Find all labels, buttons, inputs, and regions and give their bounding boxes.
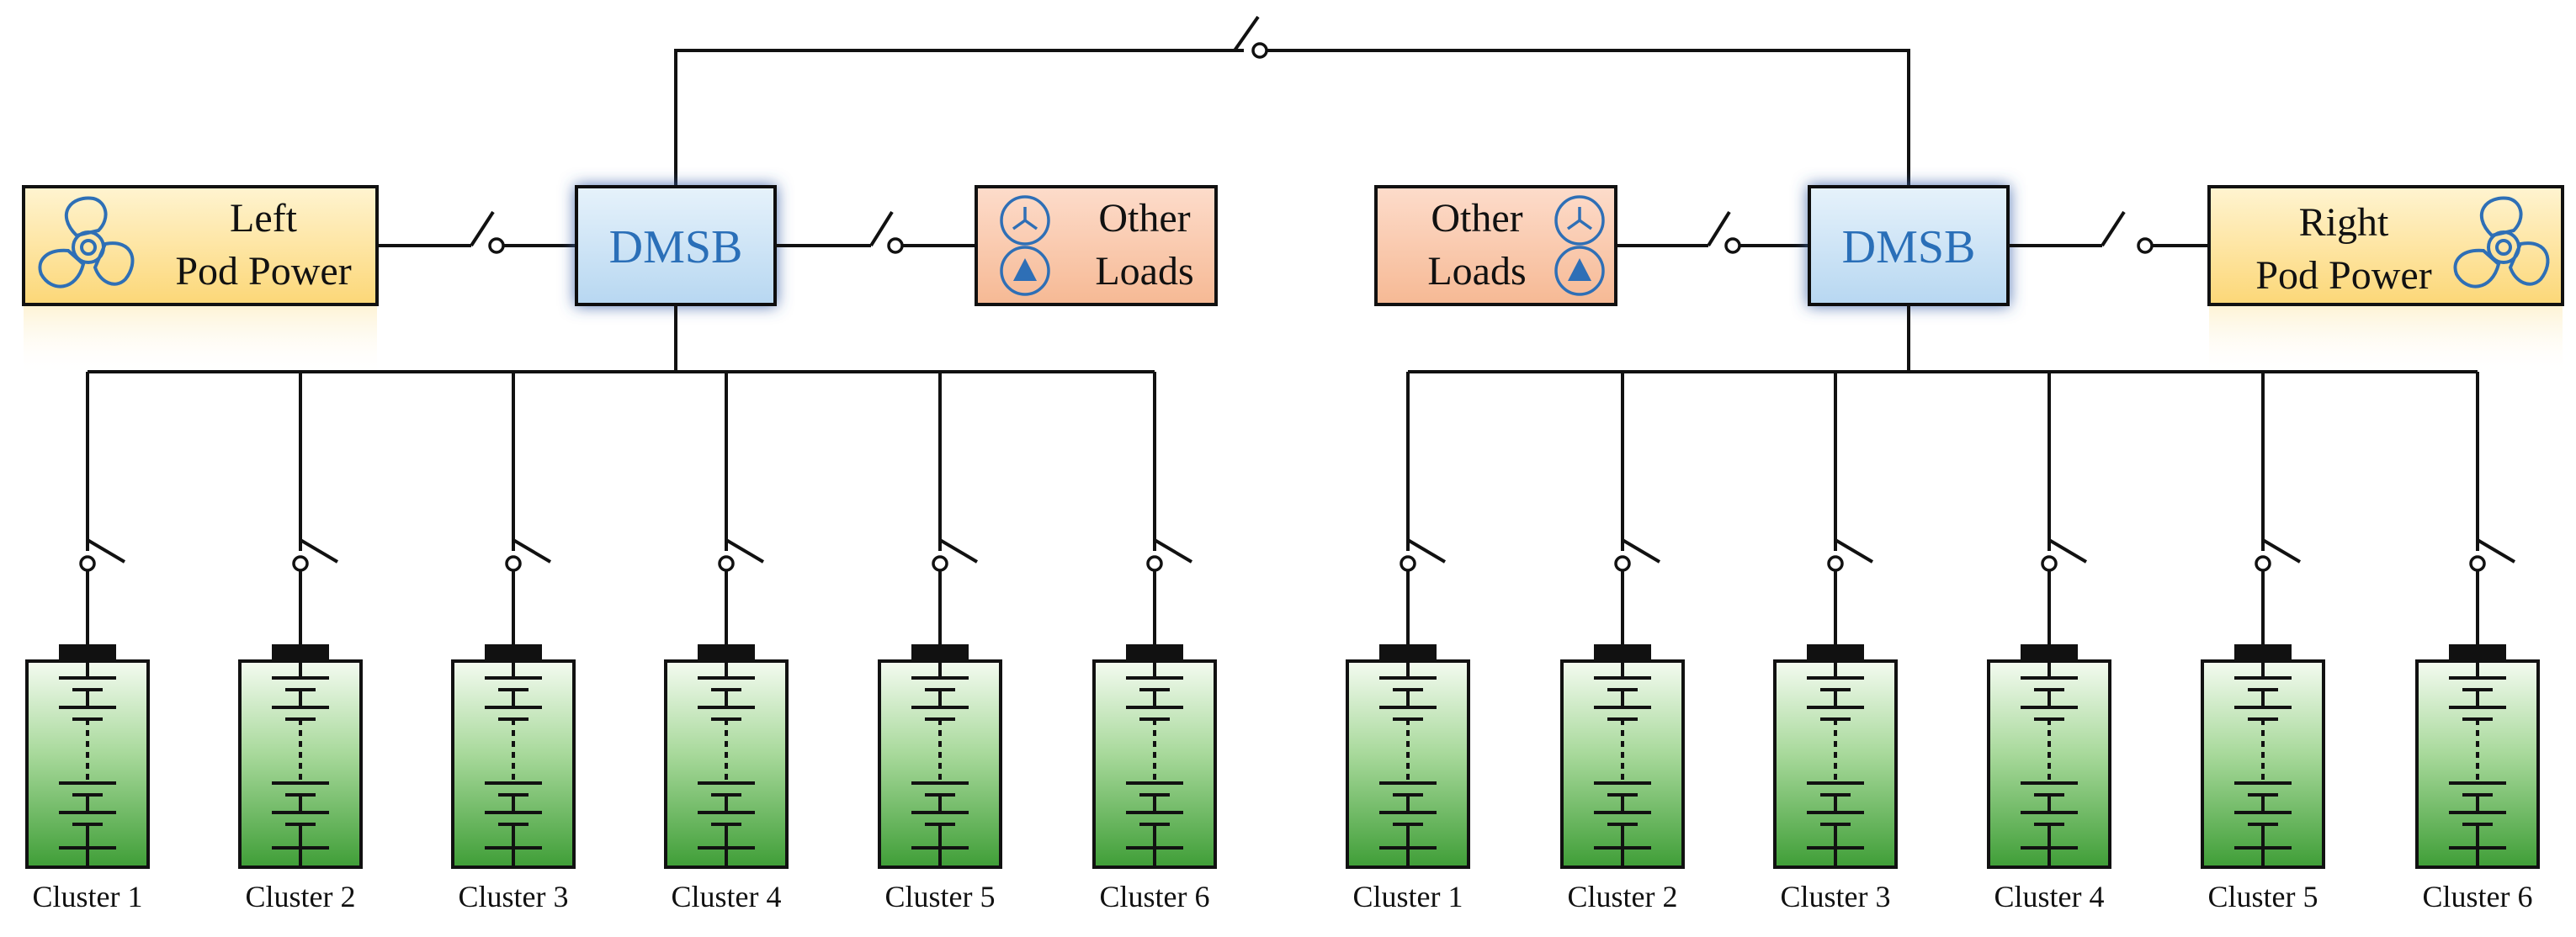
breaker-contact xyxy=(292,555,309,572)
breaker-contact xyxy=(2255,555,2271,572)
cluster-breaker xyxy=(512,538,552,564)
cluster-breaker xyxy=(725,538,765,564)
breaker-contact xyxy=(2469,555,2486,572)
battery-icon xyxy=(1092,643,1217,869)
right-cluster-2: Cluster 2 xyxy=(1560,372,1685,913)
right-cluster-1: Cluster 1 xyxy=(1346,372,1470,913)
cluster-breaker xyxy=(299,538,339,564)
cluster-breaker xyxy=(1621,538,1661,564)
left-cluster-3: Cluster 3 xyxy=(451,372,576,913)
right-cluster-4: Cluster 4 xyxy=(1987,372,2111,913)
right-other-loads: Other Loads xyxy=(1374,185,1617,306)
battery-icon xyxy=(1346,643,1470,869)
battery-icon xyxy=(451,643,576,869)
breaker-contact xyxy=(932,555,948,572)
cluster-breaker xyxy=(2261,538,2302,564)
breaker-contact xyxy=(718,555,735,572)
left-pod-breaker xyxy=(377,210,576,254)
right-loads-line2: Loads xyxy=(1427,249,1526,294)
left-bus xyxy=(88,304,1155,373)
breaker-contact xyxy=(1146,555,1163,572)
left-dmsb: DMSB xyxy=(575,185,777,306)
battery-icon xyxy=(1773,643,1898,869)
left-pod-power: Left Pod Power xyxy=(22,185,379,377)
tie-breaker xyxy=(1233,15,1268,59)
cluster-label: Cluster 1 xyxy=(33,880,143,913)
left-dmsb-label: DMSB xyxy=(609,221,743,273)
right-pod-line2: Pod Power xyxy=(2255,253,2431,298)
battery-icon xyxy=(878,643,1002,869)
cluster-label: Cluster 2 xyxy=(246,880,356,913)
battery-icon xyxy=(25,643,150,869)
cluster-label: Cluster 5 xyxy=(885,880,996,913)
left-other-loads: Other Loads xyxy=(975,185,1218,306)
right-loads-line1: Other xyxy=(1431,196,1522,241)
cluster-label: Cluster 4 xyxy=(1994,880,2105,913)
cluster-label: Cluster 6 xyxy=(1100,880,1210,913)
left-loads-line2: Loads xyxy=(1095,249,1193,294)
left-cluster-6: Cluster 6 xyxy=(1092,372,1217,913)
cluster-breaker xyxy=(86,538,126,564)
right-pod-line1: Right xyxy=(2299,200,2389,245)
left-pod-line2: Pod Power xyxy=(175,249,351,294)
right-clusters: Cluster 1 Cluster 2 Cluster 3 Cluster 4 Clus… xyxy=(1346,372,2540,913)
breaker-contact xyxy=(1400,555,1416,572)
battery-icon xyxy=(2415,643,2540,869)
left-loads-line1: Other xyxy=(1098,196,1190,241)
breaker-contact xyxy=(1614,555,1631,572)
right-dmsb-label: DMSB xyxy=(1842,221,1976,273)
left-cluster-4: Cluster 4 xyxy=(664,372,789,913)
breaker-contact xyxy=(505,555,522,572)
cluster-breaker xyxy=(1834,538,1874,564)
right-cluster-3: Cluster 3 xyxy=(1773,372,1898,913)
battery-icon xyxy=(1987,643,2111,869)
left-pod-line1: Left xyxy=(230,196,298,241)
battery-icon xyxy=(1560,643,1685,869)
cluster-breaker xyxy=(1153,538,1193,564)
cluster-label: Cluster 6 xyxy=(2423,880,2533,913)
right-cluster-5: Cluster 5 xyxy=(2201,372,2325,913)
right-pod-breaker xyxy=(2008,210,2209,254)
breaker-contact xyxy=(79,555,96,572)
battery-icon xyxy=(2201,643,2325,869)
left-loads-breaker xyxy=(775,210,976,254)
cluster-label: Cluster 2 xyxy=(1568,880,1678,913)
battery-icon xyxy=(238,643,363,869)
right-pod-power: Right Pod Power xyxy=(2207,185,2564,377)
cluster-label: Cluster 5 xyxy=(2208,880,2318,913)
cluster-label: Cluster 1 xyxy=(1353,880,1463,913)
cluster-breaker xyxy=(1406,538,1447,564)
cluster-label: Cluster 3 xyxy=(459,880,569,913)
cluster-breaker xyxy=(2476,538,2516,564)
right-cluster-6: Cluster 6 xyxy=(2415,372,2540,913)
left-clusters: Cluster 1 Cluster 2 Cluster 3 Cluster 4 Clus… xyxy=(25,372,1217,913)
right-loads-breaker xyxy=(1616,210,1809,254)
cluster-label: Cluster 3 xyxy=(1781,880,1891,913)
right-bus xyxy=(1408,304,2478,373)
left-cluster-2: Cluster 2 xyxy=(238,372,363,913)
left-cluster-5: Cluster 5 xyxy=(878,372,1002,913)
left-cluster-1: Cluster 1 xyxy=(25,372,150,913)
breaker-contact xyxy=(1827,555,1844,572)
cluster-breaker xyxy=(938,538,979,564)
breaker-contact xyxy=(2041,555,2058,572)
battery-icon xyxy=(664,643,789,869)
cluster-label: Cluster 4 xyxy=(672,880,782,913)
tie-line xyxy=(674,49,1910,187)
right-dmsb: DMSB xyxy=(1808,185,2010,306)
cluster-breaker xyxy=(2048,538,2088,564)
